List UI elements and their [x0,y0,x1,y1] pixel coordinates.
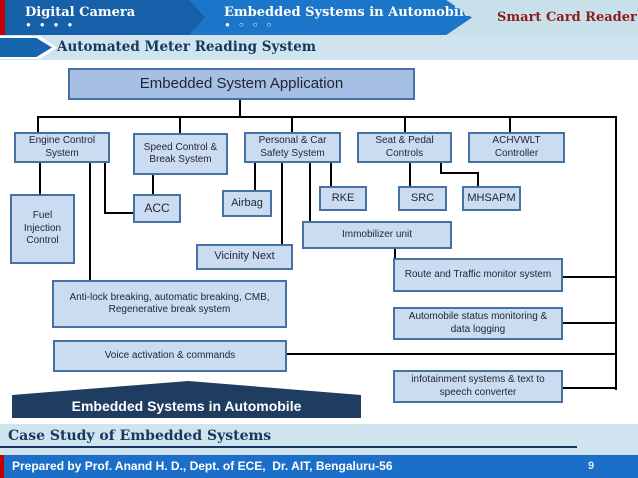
node-route-traffic-monitor[interactable]: Route and Traffic monitor system [393,258,563,292]
node-mhsapm[interactable]: MHSAPM [462,186,521,211]
node-automobile-status-monitoring[interactable]: Automobile status monitoring & data logg… [393,307,563,340]
connector [39,163,41,195]
connector [563,276,617,278]
connector [563,322,617,324]
node-airbag[interactable]: Airbag [222,190,272,217]
connector [104,212,134,214]
nav-tab-label: Digital Camera [25,5,136,20]
arrow-icon [0,38,52,57]
connector [477,172,479,187]
node-vicinity-next[interactable]: Vicinity Next [196,244,293,270]
progress-dots-icon: ●○○○ [225,20,281,29]
nav-label-smart-card-reader[interactable]: Smart Card Reader [497,10,637,25]
node-antilock-breaking[interactable]: Anti-lock breaking, automatic breaking, … [52,280,287,328]
footer-section-title: Case Study of Embedded Systems [8,428,272,444]
footer-bar [0,455,638,478]
footer-credit: Prepared by Prof. Anand H. D., Dept. of … [12,459,393,473]
footer-section-strip [0,424,638,455]
connector [281,163,283,245]
connector [409,163,411,187]
progress-dots-icon: ●●●● [26,20,82,29]
banner-label: Embedded Systems in Automobile [71,398,302,414]
nav-tab-embedded-systems[interactable]: Embedded Systems in Automobile ●○○○ [186,0,472,35]
connector [309,163,311,222]
node-embedded-system-application[interactable]: Embedded System Application [68,68,415,100]
node-infotainment-systems[interactable]: infotainment systems & text to speech co… [393,370,563,403]
connector [615,116,617,390]
nav-tab-label: Embedded Systems in Automobile [224,5,473,20]
node-speed-control-break-system[interactable]: Speed Control & Break System [133,133,228,175]
node-engine-control-system[interactable]: Engine Control System [14,132,110,163]
top-nav: Embedded Systems in Automobile ●○○○ Digi… [0,0,638,35]
node-fuel-injection-control[interactable]: Fuel Injection Control [10,194,75,264]
connector [239,100,241,117]
connector [89,163,91,281]
connector [104,163,106,214]
connector [37,116,617,118]
connector [37,116,39,133]
nav-tab-digital-camera[interactable]: Digital Camera ●●●● [5,0,205,35]
connector [394,249,396,259]
accent-strip-bottom [0,455,4,478]
connector [509,116,511,133]
connector [330,163,332,187]
connector [440,172,479,174]
node-achvwlt-controller[interactable]: ACHVWLT Controller [468,132,565,163]
connector [254,163,256,191]
sub-header: Automated Meter Reading System [0,35,638,60]
connector [440,163,442,174]
footer-underline [0,446,577,448]
connector [563,387,617,389]
connector [287,353,617,355]
page-number: 9 [588,460,595,472]
diagram-banner: Embedded Systems in Automobile [12,381,361,418]
node-rke[interactable]: RKE [319,186,367,211]
node-acc[interactable]: ACC [133,194,181,223]
connector [404,116,406,133]
node-immobilizer-unit[interactable]: Immobilizer unit [302,221,452,249]
accent-strip-top [0,0,5,35]
connector [152,175,154,195]
slide-title: Automated Meter Reading System [57,39,317,55]
node-src[interactable]: SRC [398,186,447,211]
node-seat-pedal-controls[interactable]: Seat & Pedal Controls [357,132,452,163]
node-voice-activation[interactable]: Voice activation & commands [53,340,287,372]
connector [291,116,293,133]
connector [179,116,181,134]
node-personal-car-safety-system[interactable]: Personal & Car Safety System [244,132,341,163]
